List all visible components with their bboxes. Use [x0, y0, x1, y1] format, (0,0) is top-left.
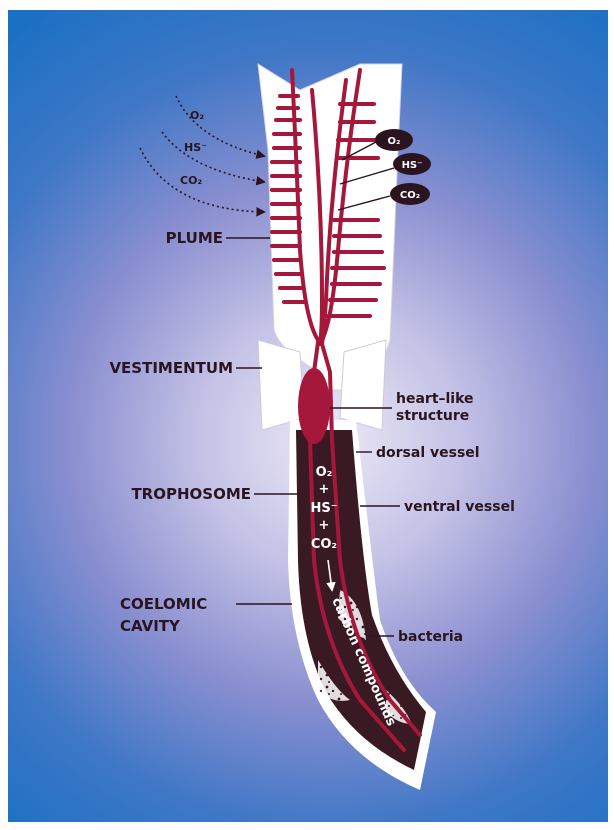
badge-hs-label: HS⁻: [402, 160, 423, 171]
label-trophosome: TROPHOSOME: [131, 485, 251, 503]
label-structure: structure: [396, 408, 469, 424]
label-plume: PLUME: [166, 229, 223, 247]
label-vestimentum: VESTIMENTUM: [109, 359, 233, 377]
vestimentum-left: [258, 340, 304, 430]
inside-co2: CO₂: [311, 537, 337, 552]
inside-o2: O₂: [316, 465, 333, 480]
inflow-o2-label: O₂: [190, 109, 204, 122]
label-dorsal-vessel: dorsal vessel: [376, 445, 480, 461]
heart-like-structure: [298, 368, 330, 444]
label-bacteria: bacteria: [398, 629, 463, 645]
inside-hs: HS⁻: [310, 501, 337, 516]
label-coelomic: COELOMIC: [120, 595, 207, 613]
inside-plus-2: +: [319, 518, 330, 533]
badge-co2-label: CO₂: [400, 190, 420, 201]
inflow-co2-label: CO₂: [180, 174, 202, 187]
inflow-hs-label: HS⁻: [184, 141, 207, 154]
badge-o2-label: O₂: [388, 136, 401, 147]
label-heart-like: heart–like: [396, 391, 474, 407]
inside-plus-1: +: [319, 482, 330, 497]
label-ventral-vessel: ventral vessel: [404, 499, 515, 515]
label-cavity: CAVITY: [120, 617, 181, 635]
vestimentum-right: [340, 340, 386, 430]
